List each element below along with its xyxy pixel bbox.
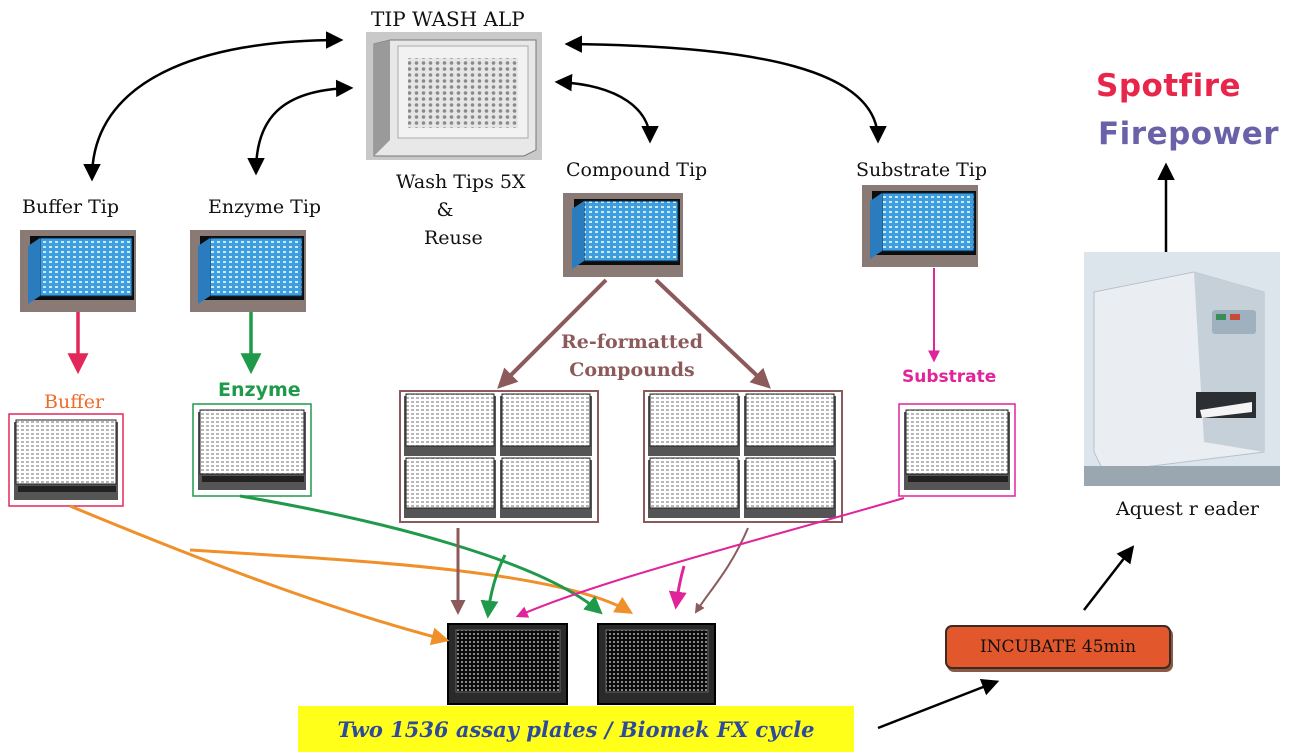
reservoir-plate-icon (8, 413, 124, 507)
enzyme-tip-label: Enzyme Tip (208, 196, 322, 218)
buffer-tip-label: Buffer Tip (22, 196, 119, 218)
tip-box-icon (862, 185, 978, 267)
compound-left-arrow (497, 278, 608, 389)
enzyme-label: Enzyme (218, 379, 301, 401)
compound-plate-icon (643, 390, 843, 523)
assay-plate-icon (447, 623, 568, 705)
tip-box-icon (190, 230, 306, 312)
firepower-logo: Firepower (1098, 116, 1280, 152)
wash-tips-label: Wash Tips 5X (396, 171, 526, 193)
compounds-label: Compounds (569, 359, 695, 381)
tip-box-icon (563, 193, 683, 277)
to-incubate-arrow (877, 678, 1000, 730)
to-reader-arrow (1083, 545, 1135, 611)
dispense-arrows (69, 494, 905, 646)
plate-reader-icon (1084, 252, 1280, 486)
compound-right-arrow (654, 278, 771, 389)
tip-box-icon (20, 230, 136, 312)
cycle-banner: Two 1536 assay plates / Biomek FX cycle (298, 706, 854, 752)
reservoir-plate-icon (898, 403, 1016, 497)
wash-tips-amp-label: & (436, 199, 454, 221)
assay-plate-icon (597, 623, 716, 705)
buffer-label: Buffer (44, 391, 105, 413)
cycle-banner-text: Two 1536 assay plates / Biomek FX cycle (337, 716, 815, 742)
substrate-tip-label: Substrate Tip (856, 159, 988, 181)
incubate-label: INCUBATE 45min (979, 637, 1137, 657)
reservoir-plate-icon (192, 403, 312, 497)
reformatted-label: Re-formatted (561, 331, 703, 353)
tip-wash-label: TIP WASH ALP (371, 7, 525, 31)
compound-tip-label: Compound Tip (566, 159, 708, 181)
reuse-label: Reuse (424, 227, 483, 249)
compound-plate-icon (399, 390, 599, 523)
tip-wash-plate-icon (366, 32, 542, 160)
reader-label: Aquest r eader (1116, 498, 1259, 520)
incubate-box: INCUBATE 45min (945, 625, 1171, 669)
wash-loop-arrows (83, 31, 887, 182)
spotfire-logo: Spotfire (1096, 68, 1242, 104)
substrate-label: Substrate (902, 367, 997, 387)
